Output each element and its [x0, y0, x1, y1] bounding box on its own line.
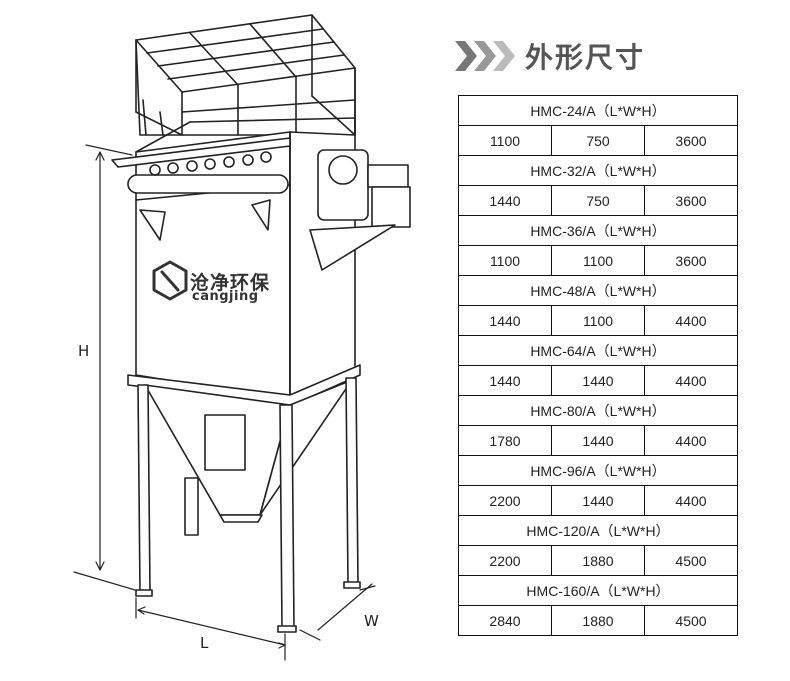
section-heading: 外形尺寸	[455, 34, 645, 78]
height-cell: 3600	[644, 245, 738, 276]
model-name-cell: HMC-24/A（L*W*H）	[458, 95, 738, 126]
height-cell: 4400	[644, 425, 738, 456]
model-name-cell: HMC-160/A（L*W*H）	[458, 575, 738, 606]
table-row: 2200 1440 4400	[458, 485, 738, 516]
table-row: HMC-96/A（L*W*H）	[458, 455, 738, 486]
width-cell: 1440	[551, 425, 645, 456]
table-row: HMC-32/A（L*W*H）	[458, 155, 738, 186]
length-cell: 1440	[458, 305, 552, 336]
model-name-cell: HMC-120/A（L*W*H）	[458, 515, 738, 546]
height-cell: 4500	[644, 545, 738, 576]
length-cell: 1100	[458, 125, 552, 156]
table-row: 1440 1100 4400	[458, 305, 738, 336]
length-cell: 1440	[458, 185, 552, 216]
table-row: HMC-160/A（L*W*H）	[458, 575, 738, 606]
model-name-cell: HMC-32/A（L*W*H）	[458, 155, 738, 186]
dimension-lines	[73, 144, 376, 661]
brand-name-cn: 沧净环保	[190, 272, 271, 294]
dust-collector-illustration	[73, 14, 411, 661]
triple-chevron-right-icon	[455, 41, 515, 71]
top-frame	[135, 14, 356, 136]
length-cell: 2840	[458, 605, 552, 636]
length-cell: 1780	[458, 425, 552, 456]
width-cell: 1100	[551, 305, 645, 336]
table-row: 1440 750 3600	[458, 185, 738, 216]
dust-collector-drawing: 沧净环保 cangjing H L W	[73, 14, 411, 661]
cangjing-logo-icon	[152, 260, 188, 301]
table-row: 1440 1440 4400	[458, 365, 738, 396]
width-cell: 1440	[551, 365, 645, 396]
width-dimension-label: W	[364, 612, 379, 630]
hopper	[144, 379, 353, 523]
width-cell: 1100	[551, 245, 645, 276]
length-cell: 1100	[458, 245, 552, 276]
table-row: HMC-24/A（L*W*H）	[458, 95, 738, 126]
length-dimension-label: L	[200, 634, 209, 652]
model-name-cell: HMC-96/A（L*W*H）	[458, 455, 738, 486]
model-name-cell: HMC-36/A（L*W*H）	[458, 215, 738, 246]
height-cell: 3600	[644, 125, 738, 156]
model-name-cell: HMC-80/A（L*W*H）	[458, 395, 738, 426]
table-row: HMC-36/A（L*W*H）	[458, 215, 738, 246]
table-row: 1100 1100 3600	[458, 245, 738, 276]
table-row: 1100 750 3600	[458, 125, 738, 156]
table-row: 2840 1880 4500	[458, 605, 738, 636]
length-cell: 2200	[458, 485, 552, 516]
height-cell: 3600	[644, 185, 738, 216]
width-cell: 1880	[551, 545, 645, 576]
height-cell: 4400	[644, 305, 738, 336]
table-row: HMC-80/A（L*W*H）	[458, 395, 738, 426]
section-title: 外形尺寸	[525, 41, 646, 74]
table-row: 1780 1440 4400	[458, 425, 738, 456]
length-cell: 1440	[458, 365, 552, 396]
specification-table: HMC-24/A（L*W*H） 1100 750 3600 HMC-32/A（L…	[458, 95, 738, 636]
brand-name-en: cangjing	[192, 289, 259, 304]
height-cell: 4400	[644, 485, 738, 516]
table-row: HMC-64/A（L*W*H）	[458, 335, 738, 366]
width-cell: 1880	[551, 605, 645, 636]
fan-motor	[309, 149, 411, 271]
support-legs	[135, 377, 361, 633]
width-cell: 750	[551, 185, 645, 216]
width-cell: 1440	[551, 485, 645, 516]
pulse-manifold	[111, 137, 291, 241]
length-cell: 2200	[458, 545, 552, 576]
model-name-cell: HMC-64/A（L*W*H）	[458, 335, 738, 366]
table-row: HMC-120/A（L*W*H）	[458, 515, 738, 546]
table-row: HMC-48/A（L*W*H）	[458, 275, 738, 306]
table-row: 2200 1880 4500	[458, 545, 738, 576]
height-cell: 4500	[644, 605, 738, 636]
width-cell: 750	[551, 125, 645, 156]
model-name-cell: HMC-48/A（L*W*H）	[458, 275, 738, 306]
height-cell: 4400	[644, 365, 738, 396]
height-dimension-label: H	[78, 342, 90, 360]
